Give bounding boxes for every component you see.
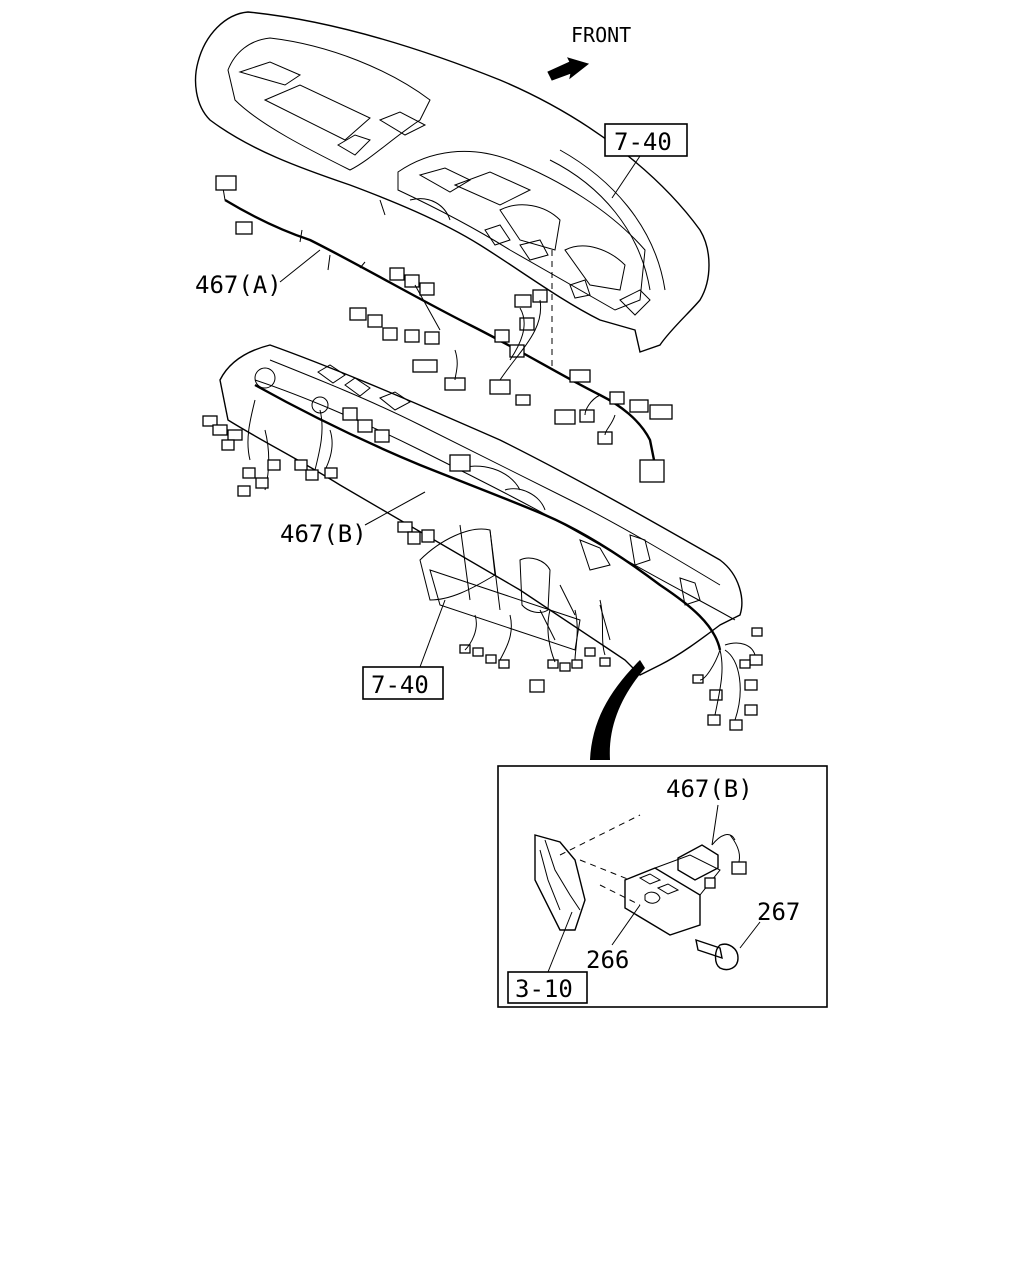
label-harness-a: 467(A) [195, 249, 321, 299]
reference-box-bottom: 7-40 [362, 599, 446, 700]
reference-box-top: 7-40 [604, 123, 688, 199]
curved-pointer-icon [590, 660, 645, 760]
bolt-label: 267 [757, 898, 800, 926]
dashboard-panel [194, 11, 710, 353]
module-label: 266 [586, 946, 629, 974]
bolt [695, 938, 739, 971]
harness-a-label: 467(A) [195, 271, 282, 299]
reference-label-top: 7-40 [614, 128, 672, 156]
inset-connector [677, 844, 719, 881]
front-label: FRONT [571, 23, 631, 47]
reference-label-bottom: 7-40 [371, 671, 429, 699]
label-harness-b: 467(B) [280, 491, 426, 548]
reference-box-inset [507, 971, 588, 1004]
reference-label-inset: 3-10 [515, 975, 573, 1003]
mounting-bracket [534, 834, 586, 931]
arrow-right-icon [547, 57, 590, 81]
inset-harness-b-label: 467(B) [666, 775, 753, 803]
wire-harness-b [202, 383, 763, 731]
cross-car-beam [219, 344, 743, 676]
harness-b-label: 467(B) [280, 520, 367, 548]
wire-harness-a [215, 175, 673, 483]
inset-detail: 467(B) 267 266 3-10 [497, 765, 828, 1008]
front-indicator: FRONT [547, 23, 631, 81]
